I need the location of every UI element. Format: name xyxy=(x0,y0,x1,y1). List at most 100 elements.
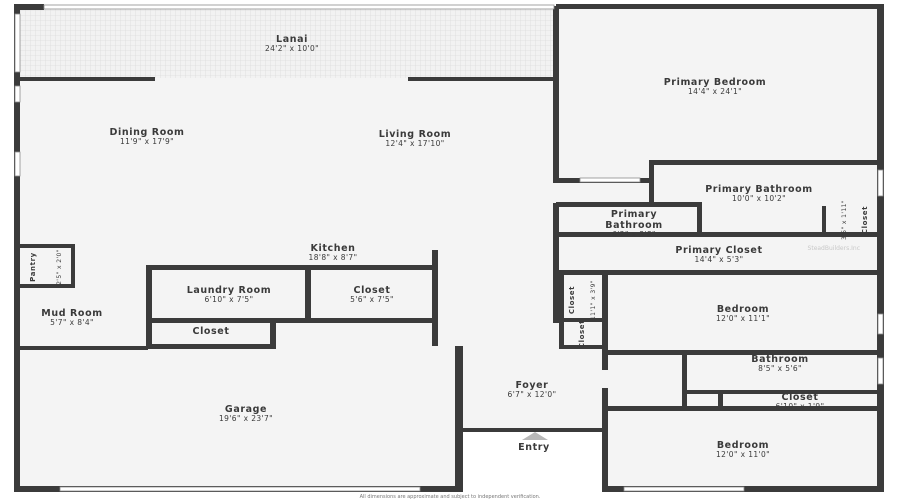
wall-laundry-west xyxy=(146,265,152,349)
wall-west xyxy=(14,6,20,492)
wall-foyer-south xyxy=(455,428,605,432)
garage-door xyxy=(59,486,421,492)
foyer-dims: 6'7" x 12'0" xyxy=(508,390,557,399)
lanai-name: Lanai xyxy=(276,34,308,45)
closet-kitchen-dims: 5'6" x 7'5" xyxy=(350,295,394,304)
closet-small-right-dims: 3'5" x 1'11" xyxy=(841,200,848,240)
wall-north-left xyxy=(14,4,44,10)
entry-name: Entry xyxy=(518,442,550,453)
closet-vert-1-label: Closet xyxy=(568,286,576,314)
wall-east xyxy=(877,4,884,492)
mud-name: Mud Room xyxy=(41,308,102,319)
garage-dims: 19'6" x 23'7" xyxy=(219,414,273,423)
living-name: Living Room xyxy=(379,129,452,140)
wall-bedroom1-south xyxy=(608,350,880,355)
windows xyxy=(14,4,884,492)
wall-closet-laundry-east xyxy=(270,318,276,348)
wall-bath-closet-west xyxy=(718,393,723,409)
wall-bath2-east xyxy=(697,202,702,236)
wall-closet-vert-mid xyxy=(559,318,607,322)
bathroom-name: Bathroom xyxy=(751,354,808,365)
window-east-bath xyxy=(877,169,884,197)
dining-name: Dining Room xyxy=(110,127,185,138)
window-south-bedroom2 xyxy=(623,486,745,492)
kitchen-dims: 18'8" x 8'7" xyxy=(309,253,358,262)
wall-laundry-east xyxy=(305,265,311,323)
wall-garage-north-right xyxy=(270,318,438,323)
wall-north-right xyxy=(556,4,884,9)
wall-small-closet-west xyxy=(822,206,826,234)
bedroom2-name: Bedroom xyxy=(717,440,769,451)
lanai-floor xyxy=(20,6,556,78)
window-east-bedroom1 xyxy=(877,313,884,335)
wall-closet-vert-south xyxy=(559,345,607,349)
wall-garage-east xyxy=(455,346,463,492)
primary-bath2-dims: 6'2" x 3'8" xyxy=(612,230,656,239)
laundry-name: Laundry Room xyxy=(187,285,271,296)
wall-closet-vert-west xyxy=(559,272,564,348)
living-dims: 12'4" x 17'10" xyxy=(385,139,444,148)
wall-garage-north-left xyxy=(20,346,148,350)
primary-closet-dims: 14'4" x 5'3" xyxy=(695,255,744,264)
wall-bedroom2-west xyxy=(602,388,608,492)
footnote: All dimensions are approximate and subje… xyxy=(360,494,541,500)
primary-bath2-name-0: Primary xyxy=(611,209,657,220)
wall-pantry-south xyxy=(20,284,75,288)
entry-area xyxy=(462,432,604,492)
closet-laundry-name: Closet xyxy=(193,326,230,337)
closet-small-right-label: Closet xyxy=(861,206,869,234)
window-west-lanai xyxy=(14,13,21,73)
vertical-labels: Pantry 2'5" x 2'0" Closet 11'1" x 3'9" C… xyxy=(29,200,869,348)
wall-closet-laundry-south xyxy=(146,344,276,349)
bathroom-dims: 8'5" x 5'6" xyxy=(758,364,802,373)
wall-bedroom2-north xyxy=(608,406,880,411)
entry-arrow-icon xyxy=(522,432,548,440)
bedroom1-dims: 12'0" x 11'1" xyxy=(716,314,770,323)
watermark: SteadBuilders.Inc xyxy=(808,245,860,252)
door-opening-primary xyxy=(579,177,641,183)
kitchen-name: Kitchen xyxy=(311,243,356,254)
main-floor xyxy=(20,78,556,488)
mud-dims: 5'7" x 8'4" xyxy=(50,318,94,327)
dining-dims: 11'9" x 17'9" xyxy=(120,137,174,146)
closet-kitchen-name: Closet xyxy=(354,285,391,296)
window-north-lanai xyxy=(43,4,555,10)
laundry-dims: 6'10" x 7'5" xyxy=(205,295,254,304)
window-west-dining1 xyxy=(14,85,21,103)
wall-closet-east xyxy=(432,250,438,346)
wall-bathroom-south xyxy=(687,390,880,394)
wall-bath-north xyxy=(649,160,881,165)
wall-lanai-left xyxy=(20,77,155,81)
wall-closet-north xyxy=(556,232,880,237)
wall-primary-west-lower xyxy=(553,203,559,323)
wall-bath-west xyxy=(649,160,654,206)
window-east-bathroom xyxy=(877,357,884,385)
closet-vert-1-dims: 11'1" x 3'9" xyxy=(590,280,597,320)
foyer-name: Foyer xyxy=(516,380,549,391)
pantry-label: Pantry xyxy=(29,252,37,282)
bedroom2-dims: 12'0" x 11'0" xyxy=(716,450,770,459)
primary-bath2-name-1: Bathroom xyxy=(605,220,662,231)
garage-name: Garage xyxy=(225,404,267,415)
wall-closet-south xyxy=(556,270,880,275)
window-west-dining2 xyxy=(14,151,21,177)
primary-bath1-name: Primary Bathroom xyxy=(705,184,813,195)
wall-pantry-east xyxy=(71,244,75,288)
wall-primary-west xyxy=(553,6,559,183)
wall-kitchen-south xyxy=(146,265,436,270)
primary-bed-name: Primary Bedroom xyxy=(664,77,767,88)
wall-bath2-north xyxy=(556,202,700,207)
primary-closet-name: Primary Closet xyxy=(675,245,762,256)
closet-bath-name: Closet xyxy=(782,392,819,403)
wall-pantry-north xyxy=(20,244,75,248)
primary-bath1-dims: 10'0" x 10'2" xyxy=(732,194,786,203)
wall-lanai-right xyxy=(408,77,558,81)
bedroom1-name: Bedroom xyxy=(717,304,769,315)
pantry-dims: 2'5" x 2'0" xyxy=(56,249,63,285)
closet-vert-2-label: Closet xyxy=(578,320,586,348)
closet-bath-dims: 6'10" x 1'9" xyxy=(776,402,825,411)
wall-bathroom-west xyxy=(682,350,687,408)
lanai-dims: 24'2" x 10'0" xyxy=(265,44,319,53)
